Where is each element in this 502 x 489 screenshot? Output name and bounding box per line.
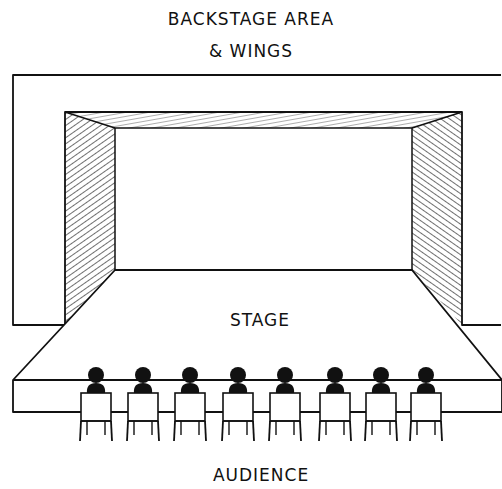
wing-edge	[65, 112, 115, 128]
area-label: STAGE	[150, 304, 370, 336]
audience-seat	[319, 367, 351, 441]
area-heading: BACKSTAGE AREA & WINGS	[166, 3, 336, 67]
audience-seat	[410, 367, 442, 441]
back-wall	[115, 128, 412, 270]
audience-seat	[222, 367, 254, 441]
audience-seat	[365, 367, 397, 441]
audience-label: AUDIENCE	[151, 459, 371, 489]
audience-seat	[80, 367, 112, 441]
audience-seat	[269, 367, 301, 441]
wing-edge	[412, 112, 462, 128]
top-shade	[65, 112, 462, 128]
audience-seat	[127, 367, 159, 441]
audience-seat	[174, 367, 206, 441]
